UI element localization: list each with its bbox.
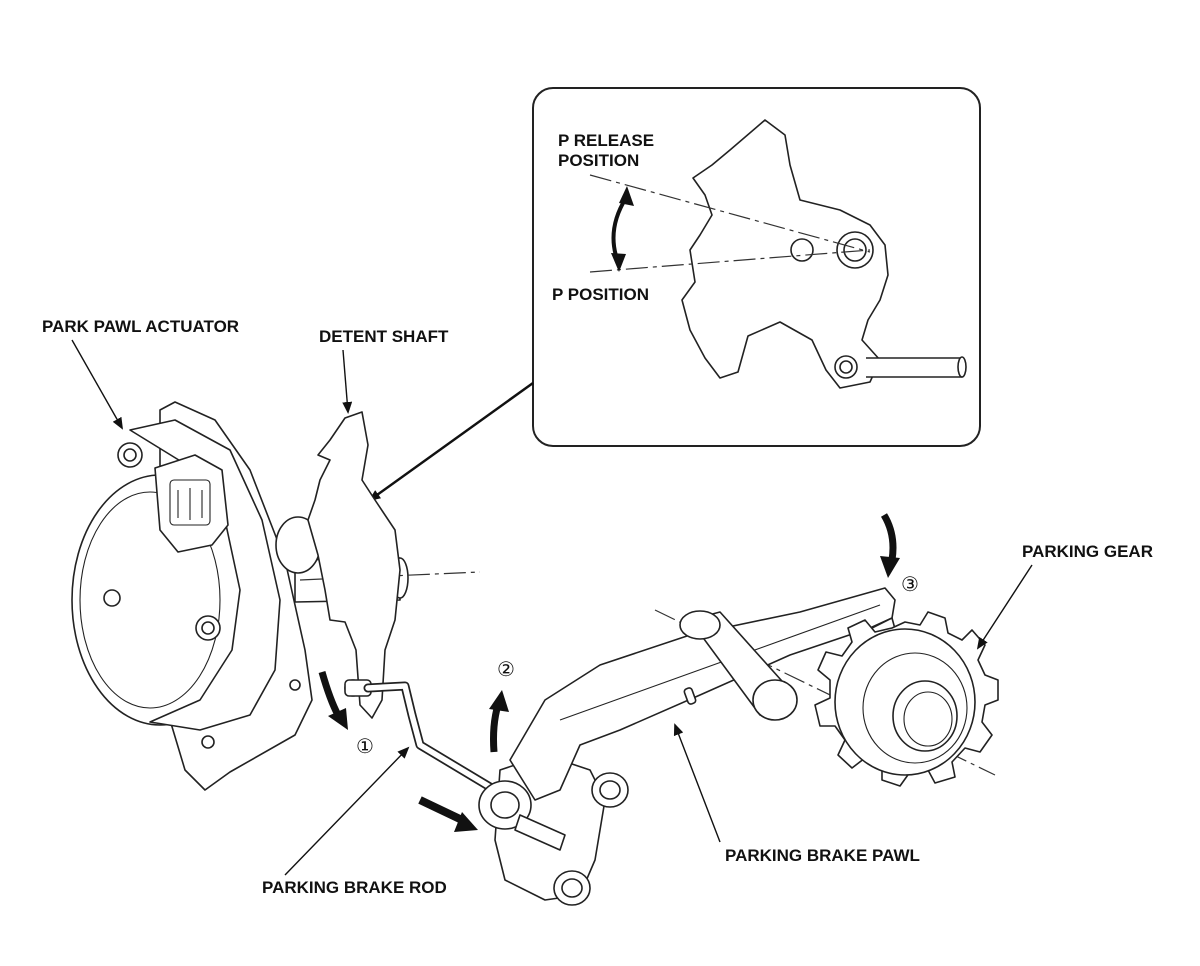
step3-arrow <box>880 513 897 561</box>
detent-shaft-leader <box>342 349 353 414</box>
inset-pivot-inner <box>843 238 867 262</box>
inset-rod <box>866 357 963 378</box>
step1-arrowhead <box>328 708 348 730</box>
parking-brake-pawl <box>478 587 996 906</box>
parking-brake-rod-label: PARKING BRAKE ROD <box>262 878 447 897</box>
gear-ring <box>862 652 968 764</box>
step1-number: ① <box>356 734 374 758</box>
step2-arrowhead <box>489 690 509 712</box>
p-release-label-line1: P RELEASE <box>558 131 654 150</box>
p-release-label-line2: POSITION <box>558 151 639 170</box>
inset-rod-pin-inner <box>839 360 853 374</box>
parking-brake-rod <box>363 681 525 810</box>
pawl-bracket-bolt-bottom-inner <box>561 878 583 898</box>
actuator-lower-hole <box>289 679 301 691</box>
actuator-top-bolt-inner <box>123 448 137 462</box>
gear-bore-inner <box>903 691 953 747</box>
gear-bore <box>892 680 958 752</box>
actuator-connector-socket <box>169 479 211 526</box>
parking-gear-label: PARKING GEAR <box>1022 542 1153 561</box>
parking-brake-pawl-label: PARKING BRAKE PAWL <box>725 846 920 865</box>
actuator-center-hole <box>103 589 121 607</box>
rod-push-arrowhead <box>454 812 478 832</box>
parking-gear-leader <box>976 564 1033 650</box>
parking-brake-pawl-leader <box>673 723 721 843</box>
step2-number: ② <box>497 657 515 681</box>
inset-arrowhead-up <box>619 186 634 206</box>
actuator-foot-hole <box>201 735 215 749</box>
detent-shaft-assembly <box>275 411 481 719</box>
park-pawl-actuator <box>71 401 313 791</box>
rod-body-inner <box>365 683 523 808</box>
inset-arrowhead-down <box>611 253 626 272</box>
callouts: PARK PAWL ACTUATOR DETENT SHAFT PARKING … <box>42 317 1153 897</box>
actuator-connector <box>154 454 229 553</box>
park-pawl-actuator-label: PARK PAWL ACTUATOR <box>42 317 239 336</box>
step3-arrowhead <box>880 556 900 578</box>
inset-callout-arrow <box>368 381 534 502</box>
motion-indicators: ① ② ③ <box>318 513 919 832</box>
inset-detent-plate <box>681 119 889 389</box>
actuator-mid-bolt-inner <box>201 621 215 635</box>
pawl-pivot-end <box>752 679 798 721</box>
detail-inset: P RELEASE POSITION P POSITION <box>532 87 981 447</box>
step2-arrow <box>490 703 502 753</box>
inset-release-line <box>589 174 871 253</box>
pawl-rod-tip <box>514 814 566 851</box>
pawl-small-pin <box>683 687 697 705</box>
detent-plate <box>307 411 401 719</box>
pawl-centerline <box>654 609 996 776</box>
inset-small-hole <box>790 238 814 262</box>
p-position-label: P POSITION <box>552 285 649 304</box>
step3-number: ③ <box>901 572 919 596</box>
pawl-cam-roller-inner <box>490 791 520 819</box>
pawl-bracket-bolt-top-inner <box>599 780 621 800</box>
parking-gear <box>814 611 999 787</box>
inset-p-line <box>589 249 871 273</box>
actuator-housing <box>129 419 281 731</box>
parking-brake-rod-leader <box>284 746 410 876</box>
step1-arrow <box>318 671 342 717</box>
rod-push-arrow <box>418 796 464 824</box>
pawl-pivot-spring <box>679 610 721 640</box>
inset-rod-end <box>957 356 967 378</box>
park-pawl-actuator-leader <box>71 339 123 430</box>
pawl-arm-edge <box>559 604 881 721</box>
actuator-motor-face <box>79 491 221 709</box>
detent-shaft-label: DETENT SHAFT <box>319 327 449 346</box>
